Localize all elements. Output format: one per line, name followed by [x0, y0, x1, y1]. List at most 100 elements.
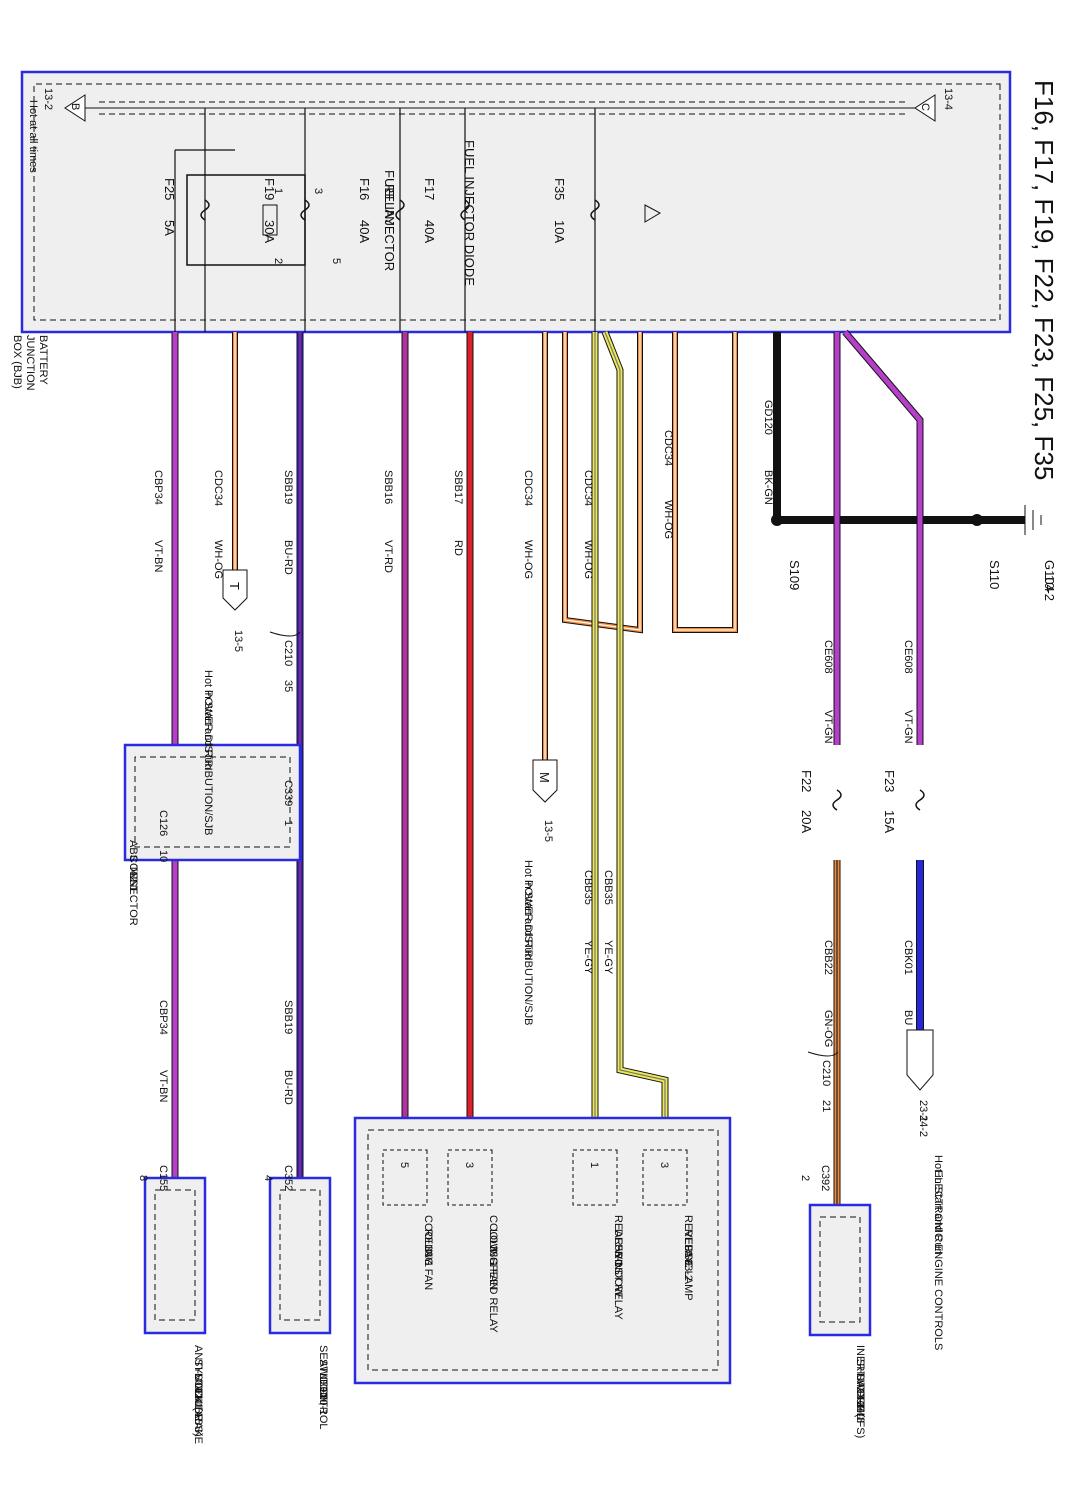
module-connector: C392 [819, 1165, 831, 1191]
inline-connector-pin: 35 [282, 680, 294, 692]
wire-color-label: GN-OG [822, 1010, 834, 1047]
module-connector: C352 [282, 1165, 294, 1191]
module-name: 24-8 [854, 1401, 866, 1423]
fuse-icon [915, 789, 925, 811]
fuse-mid-rating: 20A [799, 810, 814, 833]
bjb-label-top: BATTERY JUNCTION BOX (BJB) [11, 335, 49, 391]
wire-cdc34-loop-outline [562, 332, 643, 634]
connector-m-letter: M [537, 772, 552, 783]
inline-connector-icon [807, 1051, 839, 1057]
inline-connector-id: C210 [282, 640, 294, 666]
wire-circuit-label: SBB19 [282, 470, 294, 504]
bus-tag-b-ref: 13-2 [42, 88, 54, 110]
wire-color-label: BU-RD [282, 1070, 294, 1105]
fuse-mid-id: F22 [799, 770, 814, 792]
module-name: SYSTEM (ABS) [192, 1359, 204, 1437]
connector-t-desc: Hot in Start and Run [202, 670, 214, 770]
relay-slot-pin: 1 [588, 1162, 600, 1168]
fuse-rating: 40A [422, 220, 437, 243]
wire-circuit-label: CDC34 [522, 470, 534, 506]
wire-cbb35-b [602, 331, 668, 1118]
module-name: ANTI-LOCK BRAKE [192, 1345, 204, 1444]
diagram-title: F16, F17, F19, F22, F23, F25, F35 [1029, 80, 1059, 480]
inline-connector-id: C210 [820, 1060, 832, 1086]
fuse-rating: 5A [162, 220, 177, 236]
relay-slot-ref: 56-1 [612, 1245, 624, 1267]
wire-color-label: VT-BN [157, 1070, 169, 1102]
connector-t-desc: POWER DISTRIBUTION/SJB [202, 690, 214, 835]
relay-slot-name: COOLING FAN [422, 1215, 434, 1290]
wire-circuit-label: CBP34 [152, 470, 164, 505]
splice-s110-icon [971, 514, 983, 526]
wire-circuit-label: CBB35 [602, 870, 614, 905]
module-name: SWITCH, [317, 1359, 329, 1405]
wire-cdc34-loop2 [673, 332, 737, 632]
eec-desc: Hot in Start and Run [932, 1155, 944, 1255]
splice-s109-icon [771, 514, 783, 526]
relay-pin-5: 5 [330, 258, 342, 264]
inline-connector-pin: 10 [157, 850, 169, 862]
bjb-label-line: BOX (BJB) [11, 335, 23, 389]
wire-circuit-label: GD120 [762, 400, 774, 435]
abs-module-inner [154, 1189, 196, 1321]
connector-m-shape [532, 759, 558, 803]
fuel-injector-relay-label: RELAY [382, 184, 397, 226]
ground-icon [1024, 505, 1042, 535]
wire-circuit-label: SBB17 [452, 470, 464, 504]
wire-color-label: YE-GY [602, 940, 614, 975]
wire-cdc34-loop [563, 332, 642, 633]
ifs-switch-inner [819, 1216, 861, 1323]
fuse-icon [395, 199, 405, 221]
relay-pin-2: 2 [272, 258, 284, 264]
fuse-icon [832, 789, 842, 811]
module-name: LEFT [317, 1373, 329, 1400]
module-name: SHUTOFF (IFS) [854, 1359, 866, 1438]
wire-circuit-label: CDC34 [662, 430, 674, 466]
wire-cdc34-loop-stripe [564, 332, 641, 631]
diode-icon [644, 204, 662, 223]
wire-cbb35-b-stripe [604, 331, 666, 1118]
bjb-inner-dashed [33, 83, 1001, 321]
module-name: 42-1 [192, 1387, 204, 1409]
splice-s110: S110 [987, 560, 1002, 589]
abs-test-label: 42-1 [127, 870, 139, 892]
module-pin: 8 [137, 1175, 149, 1181]
bus-tag-b: B [69, 103, 81, 110]
relay-slot-name: RELAY [682, 1229, 694, 1265]
fuse-icon [200, 199, 210, 221]
module-name: SEAT CONTROL [317, 1345, 329, 1430]
relay-pin-3: 3 [312, 188, 324, 194]
connector-t-letter: T [227, 582, 242, 590]
fuse-id: F19 [262, 178, 277, 200]
ground-id: G104 [1042, 560, 1057, 592]
relay-slot [642, 1149, 688, 1206]
connector-m-desc: POWER DISTRIBUTION/SJB [522, 880, 534, 1025]
ifs-switch-box [808, 1203, 872, 1337]
eec-desc: ELECTRONIC ENGINE CONTROLS [932, 1170, 944, 1350]
connector-m-desc: Hot in Start and Run [522, 860, 534, 960]
wire-color-label: RD [452, 540, 464, 556]
bjb-mid-box [123, 743, 302, 862]
relay-pin-1: 1 [272, 188, 284, 194]
module-name: MODULE [192, 1373, 204, 1420]
fuse-icon [590, 199, 600, 221]
splice-s109: S109 [787, 560, 802, 590]
seat-switch-box [268, 1176, 332, 1335]
relay-slot [572, 1149, 618, 1206]
wire-color-label: VT-BN [152, 540, 164, 572]
fuel-injector-diode-label: FUEL INJECTOR DIODE [462, 140, 477, 286]
relay-slot-name: COOLING FAN [487, 1215, 499, 1290]
bus-tag-b-shape [64, 94, 86, 122]
fuse-rating: 40A [357, 220, 372, 243]
relay-coil-icon [262, 204, 278, 236]
relay-slot-ref: 33-1 [487, 1245, 499, 1267]
bus-tag-c-ref: 13-4 [942, 88, 954, 110]
relay-slot-name: REAR WINDOW [612, 1215, 624, 1298]
wire-color-label: VT-RD [382, 540, 394, 573]
bjb-main-box [20, 70, 1012, 334]
wire-ce608-b [843, 330, 923, 745]
eec-ref: 24-2 [917, 1115, 929, 1137]
wire-circuit-label: CDC34 [212, 470, 224, 506]
module-name: 120-1 [317, 1387, 329, 1415]
